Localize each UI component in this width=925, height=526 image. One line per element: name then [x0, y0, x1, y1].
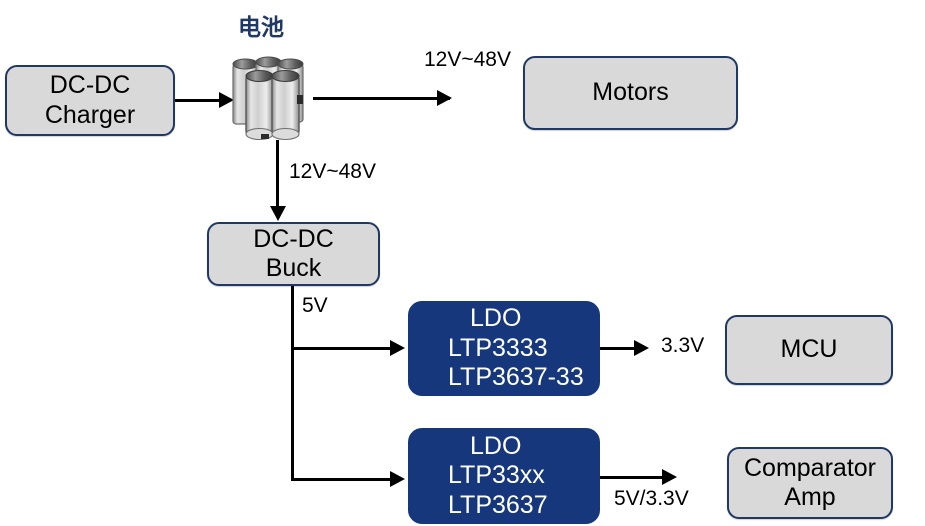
- arrowhead-5v-to-ldo-top: [390, 340, 405, 356]
- block-mcu-label: MCU: [780, 335, 838, 364]
- block-ldo-top-line2: LTP3333: [448, 333, 548, 362]
- block-dc-dc-charger[interactable]: DC-DC Charger: [5, 65, 175, 136]
- block-ldo-bottom[interactable]: LDO LTP33xx LTP3637: [408, 428, 600, 524]
- block-ldo-top[interactable]: LDO LTP3333 LTP3637-33: [408, 301, 600, 396]
- block-ldo-bottom-line3: LTP3637: [448, 490, 548, 519]
- arrowhead-5v-to-ldo-bottom: [390, 471, 405, 487]
- label-mcu-rail: 3.3V: [661, 334, 705, 357]
- battery-title: 电池: [238, 14, 284, 40]
- arrowhead-ldo-bottom-to-comparator: [662, 469, 677, 485]
- block-comparator-amp[interactable]: Comparator Amp: [727, 447, 893, 519]
- block-comparator-amp-line1: Comparator: [744, 453, 876, 482]
- block-comparator-amp-line2: Amp: [784, 483, 836, 511]
- arrowhead-battery-to-buck: [270, 206, 286, 221]
- edge-5v-to-ldo-top: [291, 347, 401, 350]
- label-buck-rail: 12V~48V: [289, 160, 376, 183]
- label-buck-out: 5V: [302, 294, 328, 317]
- arrowhead-charger-to-battery: [219, 92, 234, 108]
- edge-ldo-bottom-to-comparator: [600, 476, 673, 479]
- edge-5v-to-ldo-bottom: [291, 478, 401, 481]
- block-motors[interactable]: Motors: [523, 56, 738, 130]
- battery-cells-icon: [228, 54, 314, 142]
- block-motors-label: Motors: [592, 78, 669, 107]
- block-dc-dc-charger-line1: DC-DC: [49, 71, 131, 99]
- block-ldo-bottom-line2: LTP33xx: [448, 461, 545, 490]
- arrowhead-battery-to-motors: [437, 90, 452, 106]
- rail-5v-trunk: [291, 286, 294, 481]
- block-ldo-top-line1: LDO: [470, 304, 522, 333]
- block-ldo-top-line3: LTP3637-33: [448, 363, 584, 392]
- block-dc-dc-buck-line2: Buck: [265, 254, 322, 282]
- block-dc-dc-charger-line2: Charger: [44, 100, 136, 129]
- edge-battery-to-motors: [313, 97, 450, 100]
- block-dc-dc-buck[interactable]: DC-DC Buck: [207, 222, 380, 286]
- block-mcu[interactable]: MCU: [725, 315, 893, 385]
- edge-charger-to-battery: [175, 99, 225, 102]
- block-dc-dc-buck-line1: DC-DC: [253, 224, 334, 253]
- edge-ldo-top-to-mcu: [600, 347, 645, 350]
- block-ldo-bottom-line1: LDO: [470, 431, 522, 460]
- arrowhead-ldo-top-to-mcu: [634, 340, 649, 356]
- edge-battery-to-buck: [276, 140, 279, 210]
- label-comparator-rail: 5V/3.3V: [614, 487, 689, 510]
- label-motors-rail: 12V~48V: [424, 48, 511, 71]
